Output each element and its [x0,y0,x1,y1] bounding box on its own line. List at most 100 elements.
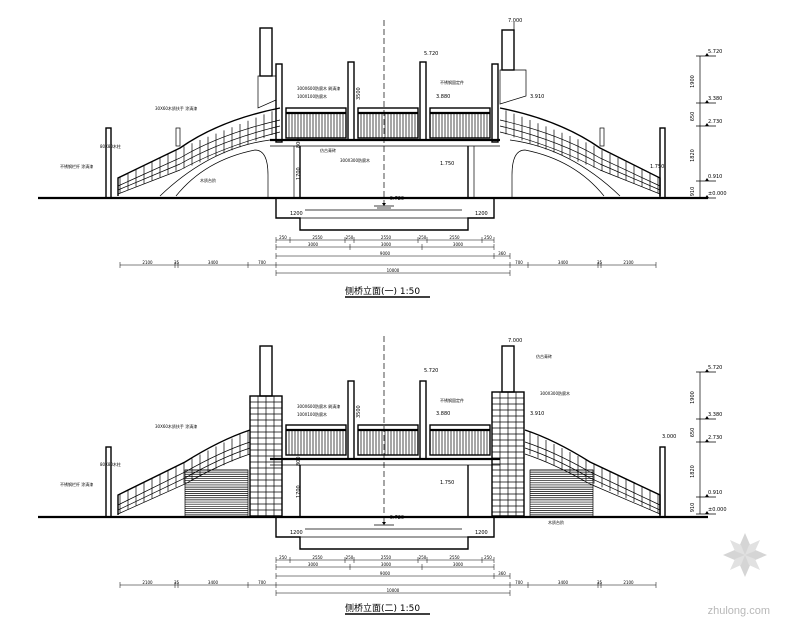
water-channel [275,198,495,231]
overall-dim-7: 2100 [623,580,634,585]
overall-total: 10000 [387,588,400,593]
deck-railing-panels [270,107,500,198]
level-2: 2.730 [708,119,722,125]
span-extra: 360 [498,251,506,256]
level-dim-1: 650 [690,428,696,438]
note-2-6: 仿古青砖 [536,353,552,359]
note-1-1: 80X80木柱 [100,143,121,149]
elev2-label-end: 3.000 [662,434,676,440]
level-dim-0: 1900 [690,75,696,88]
right-end-post [659,127,666,199]
watermark: zhulong.com [680,599,770,618]
elev-label-end: 1.750 [650,164,664,170]
elev-label-tower: 7.000 [508,18,522,24]
level-dim-3: 910 [690,503,696,513]
span2-dim-0: 3000 [308,242,319,247]
elev2-label-side: 3.910 [530,411,544,417]
level-3: 0.910 [708,174,722,180]
left-ramp-rail-2 [117,429,251,515]
level-2: 2.730 [708,435,722,441]
note-1-6: 仿古青砖 [320,147,336,153]
note-1-5: 不锈钢固定件 [440,79,464,85]
span1-dim-4: 250 [419,555,427,560]
elev2-label-low: 1.750 [440,480,454,486]
overall-dim-4: 700 [515,260,523,265]
span1-dim-2: 250 [346,235,354,240]
span1-dim-0: 250 [279,235,287,240]
right-stairs [529,469,594,518]
note-2-1: 80X80木柱 [100,461,121,467]
note-1-7: 300X300防腐木 [340,157,370,163]
overall-dim-0: 2100 [142,580,153,585]
overall-total: 10000 [387,268,400,273]
elev-label-mid: 3.880 [436,94,450,100]
span1-dim-2: 250 [346,555,354,560]
left-ramp-rail [117,107,281,196]
deck-railing-panels-2 [270,424,500,517]
level-dim-1: 650 [690,112,696,122]
vdim-2b: 800 [296,456,302,466]
level-dim-2: 1820 [690,465,696,478]
span1-dim-6: 250 [484,555,492,560]
pier-dim-2b: 1200 [475,530,488,536]
level-0: 5.720 [708,365,722,371]
span1-dim-3: 2550 [381,555,392,560]
overall-dim-0: 2100 [142,260,153,265]
drawing-title-1: 侧桥立面(一) 1:50 [345,285,420,297]
span1-dim-5: 2550 [449,235,460,240]
span2-dim-0: 3000 [308,562,319,567]
span1-dim-4: 250 [419,235,427,240]
pier-dim-1a: 1200 [290,211,303,217]
pier-dim-1b: 1200 [475,211,488,217]
vdim-2a: 3500 [356,405,362,418]
span1-dim-1: 2550 [312,235,323,240]
note-2-8: 木质台阶 [548,519,564,525]
span1-dim-1: 2550 [312,555,323,560]
elev2-label-post: 5.720 [424,368,438,374]
note-2-3: 300X600防腐木 刷清漆 [297,403,340,409]
elev2-label-tower: 7.000 [508,338,522,344]
overall-dim-3: 700 [258,260,266,265]
level-dim-3: 910 [690,187,696,197]
overall-dim-5: 3400 [558,260,569,265]
zhulong-logo-icon [723,533,767,577]
note-2-4: 100X100防腐木 [297,411,327,417]
vdim-1c: 1700 [296,167,302,180]
level-dim-0: 1900 [690,391,696,404]
level-4: ±0.000 [708,191,727,197]
note-1-4: 100X100防腐木 [297,93,327,99]
level-0: 5.720 [708,49,722,55]
overall-dim-5: 3400 [558,580,569,585]
right-ramp-rail [499,107,661,196]
level-3: 0.910 [708,490,722,496]
left-end-post [105,127,112,199]
span1-dim-5: 2550 [449,555,460,560]
overall-dim-6: 35 [597,580,603,585]
note-2-2: 不锈钢栏杆 涂清漆 [60,481,93,487]
span1-dim-6: 250 [484,235,492,240]
brick-tower-grid [249,391,525,517]
deck-post-2 [419,61,427,141]
span2-dim-1: 3000 [381,562,392,567]
note-2-7: 300X300防腐木 [540,390,570,396]
deck-post-1 [347,61,355,141]
overall-dim-6: 35 [597,260,603,265]
overall-dim-1: 35 [174,260,180,265]
note-1-3: 300X600防腐木 刷清漆 [297,85,340,91]
vdim-1b: 800 [296,138,302,148]
elev2-label-water: -0.720 [388,515,404,521]
span2-dim-2: 3000 [453,562,464,567]
elev-label-water: -0.720 [388,196,404,202]
note-1-2: 不锈钢栏杆 涂清漆 [60,163,93,169]
span1-dim-0: 250 [279,555,287,560]
level-1: 3.380 [708,96,722,102]
vdim-1a: 3500 [356,87,362,100]
drawing-title-2: 侧桥立面(二) 1:50 [345,602,420,614]
